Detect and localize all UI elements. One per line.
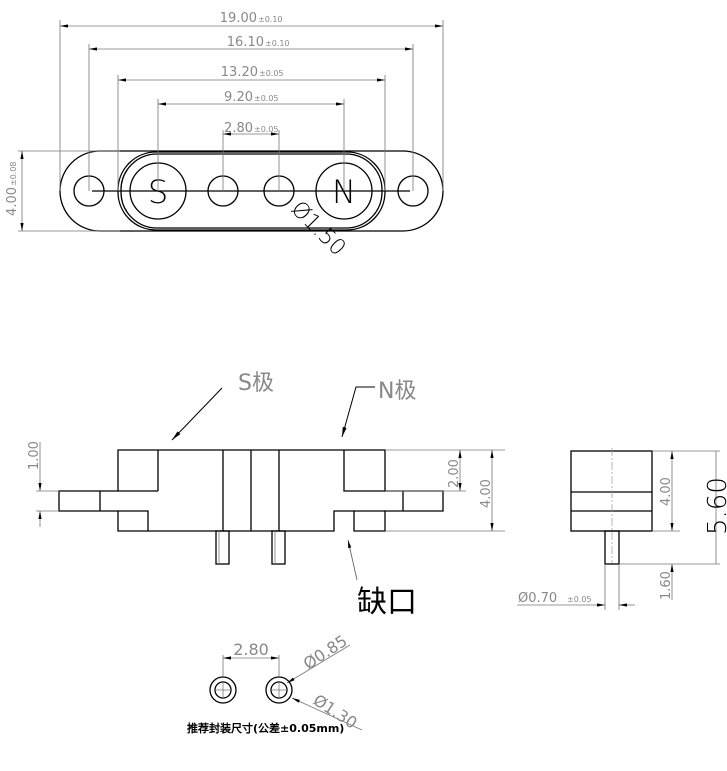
dim-value: 4.00	[479, 479, 494, 508]
s-pole-callout: S极	[238, 371, 274, 396]
side-pin	[604, 530, 620, 565]
dim-value: 2.00	[447, 459, 462, 488]
pin-right	[271, 530, 286, 565]
dim-tolerance: ±0.10	[258, 15, 283, 24]
body-edges	[99, 450, 404, 531]
notch-leader	[347, 539, 358, 581]
dim-value: 16.10	[227, 35, 264, 50]
dim-value: 13.20	[221, 65, 258, 80]
footprint-caption: 推荐封装尺寸(公差±0.05mm)	[187, 721, 344, 735]
s-pole-label: S	[148, 173, 168, 211]
n-pole-callout: N极	[378, 379, 416, 404]
dim-tolerance: ±0.05	[259, 69, 284, 78]
dim-2-80: 2.80 ±0.05	[222, 121, 280, 191]
notch-label: 缺口	[357, 585, 417, 620]
s-pole-leader	[171, 387, 223, 441]
dim-value: 9.20	[224, 90, 253, 105]
footprint: 2.80 Ø0.85 Ø1.30 推荐封装尺寸(公差±0.05mm)	[187, 631, 363, 735]
dim-tolerance: ±0.10	[265, 39, 290, 48]
side-body	[570, 450, 653, 532]
dim-19: 19.00 ±0.10	[59, 11, 444, 191]
dim-value: 19.00	[220, 11, 257, 26]
pin-left	[215, 530, 230, 565]
side-view: 4.00 5.60 1.60 Ø0.70 ±0.05	[517, 448, 727, 610]
dim-5-60-value: 5.60	[703, 477, 727, 535]
dim-tolerance: ±0.08	[9, 161, 18, 186]
dim-value: 4.00	[5, 187, 20, 216]
n-pole-label: N	[332, 173, 356, 211]
dim-tolerance: ±0.05	[254, 94, 279, 103]
dim-2-00: 2.00 4.00	[385, 449, 505, 532]
dim-tolerance: ±0.05	[254, 125, 279, 134]
dim-1-00: 1.00	[27, 441, 59, 527]
top-view: S N 19.00 ±0.10 16.10 ±0.10 13.20 ±0.05 …	[5, 11, 444, 261]
pitch-value: 2.80	[233, 640, 269, 659]
dim-13-20: 13.20 ±0.05	[117, 65, 386, 191]
dim-9-20: 9.20 ±0.05	[157, 90, 345, 191]
front-view: S极 N极 缺口 1.00 2.00 4.00	[27, 371, 505, 620]
pin-diameter-value: Ø0.70	[518, 591, 557, 606]
hole-diameter-value: Ø0.85	[300, 631, 351, 673]
dim-value: 1.00	[27, 441, 42, 470]
dim-16-10: 16.10 ±0.10	[88, 35, 414, 191]
n-pole-leader	[341, 386, 375, 438]
dim-4-value: 4.00	[659, 477, 674, 506]
pin-tolerance: ±0.05	[567, 595, 592, 604]
dim-1-60-value: 1.60	[659, 571, 674, 600]
dim-value: 2.80	[224, 121, 253, 136]
dim-height: 4.00 ±0.08	[5, 150, 120, 232]
